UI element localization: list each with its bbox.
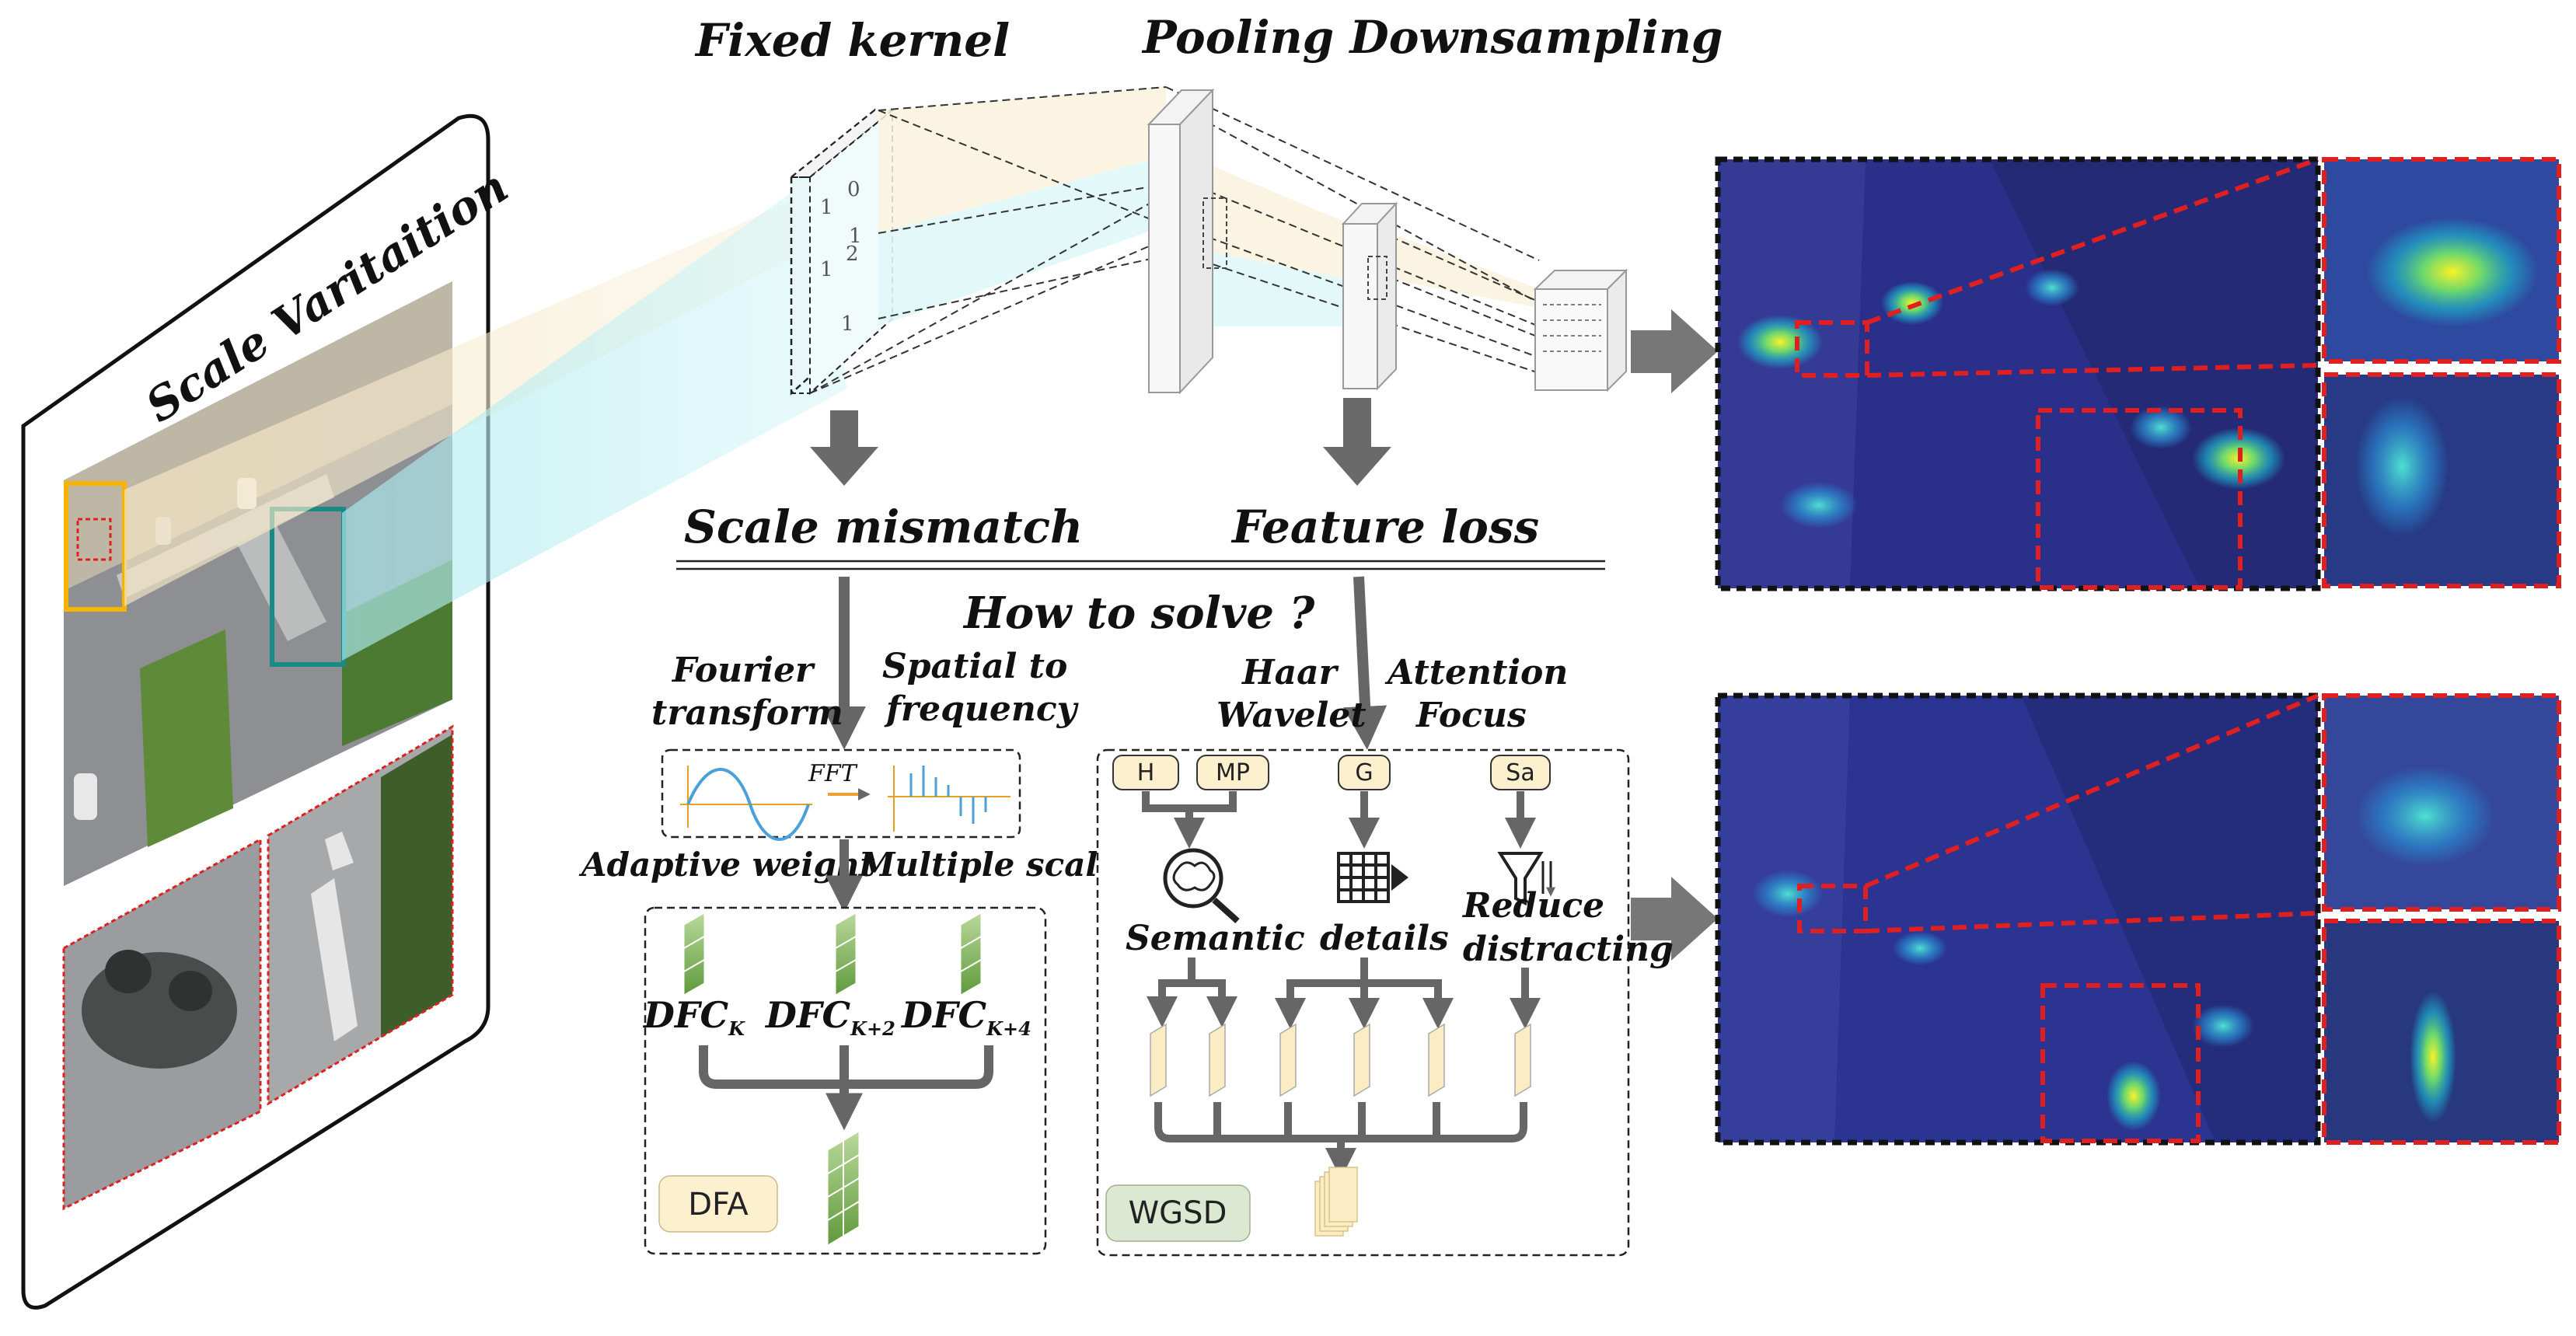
spectrum-icon <box>888 766 1011 832</box>
reduce-label: distracting <box>1463 930 1674 969</box>
left-scene-panel: Scale Varitaition <box>21 113 517 1310</box>
kernel-digit: 1 <box>820 196 833 219</box>
filter-funnel-icon <box>1497 852 1555 906</box>
wgsd-label: WGSD <box>1129 1195 1227 1231</box>
svg-text:Sa: Sa <box>1506 759 1534 787</box>
arrow-to-wgsd <box>1343 576 1387 750</box>
kernel-digit: 2 <box>846 242 859 266</box>
fov-beam-orange <box>124 194 808 606</box>
fixed-kernel-label: Fixed kernel <box>694 14 1010 67</box>
reduce-label: Reduce <box>1461 886 1604 926</box>
sa-node <box>1490 755 1551 790</box>
arrow-down-scale <box>810 410 878 486</box>
svg-text:MP: MP <box>1216 759 1250 787</box>
fov-beam-teal <box>342 175 847 661</box>
arrow-to-heatmap-top <box>1631 309 1718 393</box>
dfa-label: DFA <box>688 1187 749 1223</box>
dfc-k4-label: DFCK+4 <box>900 994 1031 1040</box>
dfc-k-label: DFCK <box>642 994 745 1040</box>
wave-icon <box>680 766 812 841</box>
fourier-label: Fourier <box>671 651 815 690</box>
cnn-pipeline: 0 1 1 2 1 1 <box>694 11 1723 396</box>
g-node <box>1338 755 1391 790</box>
spatial-label: frequency <box>884 689 1080 729</box>
kernel-digit: 1 <box>841 312 854 336</box>
kernel-digit: 1 <box>849 225 862 248</box>
dfa-output-stack <box>827 1131 860 1246</box>
scale-mismatch-label: Scale mismatch <box>684 501 1083 553</box>
h-node <box>1112 755 1179 790</box>
zoom-crop-large <box>267 724 454 1106</box>
wgsd-output-stack <box>1314 1167 1358 1237</box>
attention-label: Attention <box>1384 653 1568 692</box>
multiple-scales-label: Multiple scales <box>857 846 1137 884</box>
svg-text:H: H <box>1137 759 1155 787</box>
heatmap-result-bottom <box>1715 692 2561 1146</box>
mp-node <box>1196 755 1269 790</box>
dfc-stack <box>960 912 982 996</box>
texture-detail-icon <box>1337 852 1408 903</box>
kernel-digit: 1 <box>820 258 833 281</box>
dfc-k2-label: DFCK+2 <box>764 994 895 1040</box>
dfa-module: Fourier transform Spatial to frequency F… <box>578 647 1137 1255</box>
how-to-solve-label: How to solve ? <box>962 588 1315 639</box>
haar-label: Wavelet <box>1216 696 1367 735</box>
kernel-digit: 0 <box>847 178 860 201</box>
wgsd-module: Haar Wavelet Attention Focus H MP G Sa <box>1096 653 1674 1257</box>
spatial-label: Spatial to <box>882 647 1067 686</box>
arrow-down-feature <box>1323 398 1391 486</box>
arrow-to-heatmap-bottom <box>1631 877 1718 961</box>
fourier-label: transform <box>651 693 843 733</box>
semantic-label: Semantic <box>1126 919 1305 958</box>
wgsd-feature-map <box>1150 1023 1531 1097</box>
heatmap-result-top <box>1715 156 2561 591</box>
adaptive-weight-label: Adaptive weight <box>578 846 875 884</box>
svg-text:G: G <box>1355 759 1373 787</box>
dfc-stack <box>835 912 857 996</box>
wgsd-label-box <box>1105 1184 1251 1242</box>
brain-search-icon <box>1163 848 1240 923</box>
attention-label: Focus <box>1415 696 1527 735</box>
feature-loss-label: Feature loss <box>1230 501 1539 553</box>
fft-label: FFT <box>808 760 858 787</box>
dfc-stack <box>683 912 705 996</box>
details-label: details <box>1320 919 1449 958</box>
dfa-label-box <box>658 1175 778 1233</box>
pooling-label: Pooling Downsampling <box>1141 11 1723 64</box>
haar-label: Haar <box>1241 653 1339 692</box>
zoom-crop-small <box>62 837 262 1211</box>
